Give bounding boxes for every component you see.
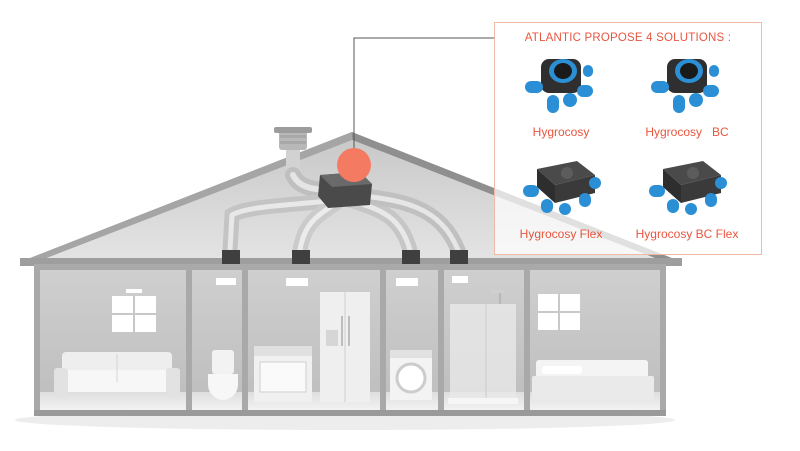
product-hygrocosy-flex[interactable]: Hygrocosy Flex (501, 153, 621, 241)
cooker (254, 346, 312, 402)
laundry-room (386, 270, 438, 410)
product-label: Hygrocosy BC (645, 125, 729, 139)
ceiling-vents (222, 250, 468, 264)
bedroom (530, 270, 660, 410)
product-label: Hygrocosy BC Flex (635, 227, 739, 241)
hygrocosy-unit-icon (525, 59, 593, 113)
callout-title: ATLANTIC PROPOSE 4 SOLUTIONS : (524, 32, 732, 44)
kitchen (248, 270, 380, 410)
fridge (320, 292, 370, 402)
solutions-callout: ATLANTIC PROPOSE 4 SOLUTIONS : Hygrocosy… (494, 22, 762, 255)
hygrocosy-bc-flex-unit-icon (649, 161, 727, 215)
bed (532, 360, 654, 400)
shower (448, 290, 518, 404)
hygrocosy-bc-unit-icon (651, 59, 719, 113)
hygrocosy-flex-unit-icon (523, 161, 601, 215)
product-label: Hygrocosy (532, 125, 590, 139)
product-hygrocosy-bc-flex[interactable]: Hygrocosy BC Flex (627, 153, 747, 241)
toilet-room (192, 270, 242, 410)
callout-leader-line (353, 37, 494, 148)
sofa (54, 352, 180, 394)
product-hygrocosy[interactable]: Hygrocosy (501, 51, 621, 139)
ground-floor (34, 264, 666, 416)
unit-highlight-dot (337, 148, 371, 182)
product-hygrocosy-bc[interactable]: Hygrocosy BC (627, 51, 747, 139)
bathroom (444, 270, 524, 410)
living-room (40, 270, 186, 410)
washing-machine (390, 350, 432, 400)
product-label: Hygrocosy Flex (519, 227, 603, 241)
